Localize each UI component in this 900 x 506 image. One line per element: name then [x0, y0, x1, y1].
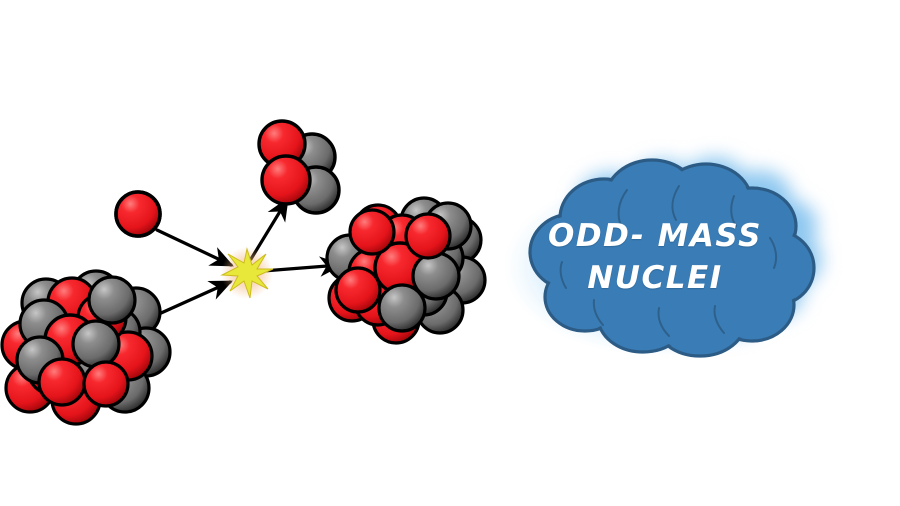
spark-star-icon: [220, 247, 274, 299]
target-nucleus: [0, 269, 172, 426]
arrow-target-to-collision: [148, 280, 233, 320]
collision-spark: [220, 247, 274, 299]
odd-mass-nuclei-callout: [503, 157, 822, 358]
arrow-proton-to-collision: [155, 228, 234, 267]
alpha-particle: [257, 119, 341, 215]
incoming-proton: [114, 190, 162, 238]
cloud-body: [528, 158, 816, 358]
product-nucleus: [325, 196, 487, 345]
